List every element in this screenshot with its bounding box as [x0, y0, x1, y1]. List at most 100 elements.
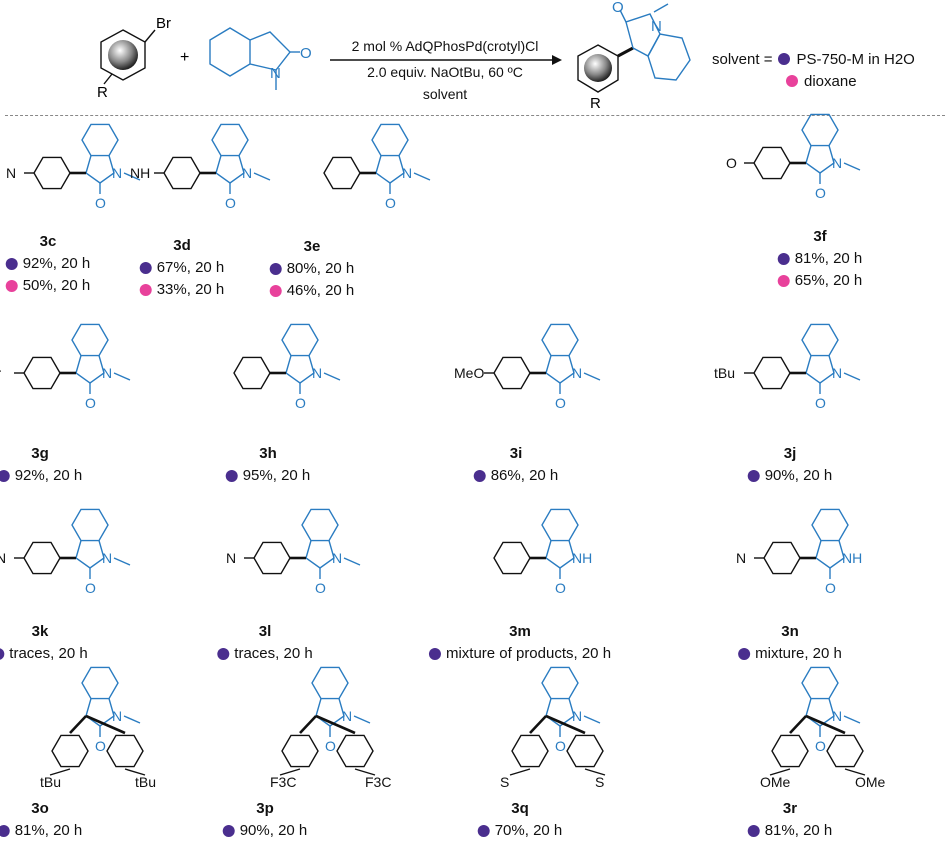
compound-label: 3h [259, 445, 277, 462]
lactam-ring [215, 155, 245, 184]
compound-label: 3q [511, 800, 529, 817]
lactam-nitrogen: N [242, 165, 252, 181]
ps750m-dot-icon [473, 469, 486, 482]
aryl-bromide-reactant: Br R [97, 15, 171, 101]
ps750m-dot-icon [0, 469, 10, 482]
compound-label: 3r [782, 800, 798, 817]
oxygen-label: O [300, 45, 312, 62]
substituent-label: S [500, 774, 509, 790]
r-group-label: R [590, 95, 601, 110]
yield-ps750m: traces, 20 h [0, 645, 88, 662]
ps750m-dot-icon [747, 824, 760, 837]
substituent-bond [584, 768, 606, 776]
lactam-ring [545, 355, 575, 384]
substituent-bond [124, 768, 146, 776]
substituent-label: tBu [714, 365, 735, 381]
compound-3m-structure: ONH [493, 508, 592, 596]
carbonyl-oxygen: O [555, 580, 566, 596]
compound-label: 3d [173, 237, 191, 254]
aryl-ring [493, 541, 531, 575]
yield-ps750m: 81%, 20 h [777, 250, 862, 267]
aryl-ring [51, 734, 89, 768]
aryl-ring [253, 541, 291, 575]
yield-ps750m: traces, 20 h [217, 645, 313, 662]
generic-arene-sphere-icon [584, 54, 612, 82]
aryl-ring [281, 734, 319, 768]
aryl-ring [753, 356, 791, 390]
ps750m-dot-icon [747, 469, 760, 482]
yield-text: 33%, 20 h [156, 281, 225, 298]
compound-label: 3k [31, 623, 49, 640]
lactam-nitrogen: N [102, 550, 112, 566]
dioxane-dot-icon [269, 284, 282, 297]
yield-text: 81%, 20 h [764, 822, 833, 839]
lactam-ring [815, 540, 845, 569]
lactam-ring [545, 698, 575, 727]
carbonyl-oxygen: O [85, 580, 96, 596]
divider [5, 115, 945, 116]
oxindole-benzene-ring [801, 323, 839, 357]
lactam-ring [545, 540, 575, 569]
yield-ps750m: 67%, 20 h [139, 259, 225, 276]
carbonyl-oxygen: O [815, 738, 826, 754]
r-group-label: R [97, 84, 108, 101]
yield-dioxane: 33%, 20 h [139, 281, 225, 298]
yield-ps750m: 92%, 20 h [0, 467, 82, 484]
carbonyl-oxygen: O [555, 738, 566, 754]
lactam-nitrogen: N [572, 708, 582, 724]
n-methyl-bond [353, 715, 371, 724]
compound-label: 3c [39, 233, 57, 250]
oxindole-benzene-ring [801, 666, 839, 700]
compound-label: 3o [31, 800, 49, 817]
yield-dioxane: 65%, 20 h [777, 272, 862, 289]
substituent-label: MeO [454, 365, 484, 381]
oxindole-benzene-ring [81, 123, 119, 157]
aryl-ring [336, 734, 374, 768]
lactam-nitrogen: N [112, 708, 122, 724]
n-methyl-bond [583, 372, 601, 381]
substituent-label: OMe [855, 774, 886, 790]
carbonyl-oxygen: O [555, 395, 566, 411]
substituent-label: F3C [270, 774, 296, 790]
substituent-bond [769, 768, 791, 776]
base-temperature-condition: 2.0 equiv. NaOtBu, 60 ºC [367, 64, 523, 80]
substituent-label: F3C [365, 774, 391, 790]
aryl-bond [529, 715, 547, 734]
compound-3h-structure: ON [233, 323, 341, 411]
nitrogen-label: N [270, 65, 281, 82]
aryl-ring [23, 356, 61, 390]
yield-text: 46%, 20 h [286, 282, 355, 299]
yield-text: 67%, 20 h [156, 259, 225, 276]
ps750m-dot-icon [5, 257, 18, 270]
aryl-ring [763, 541, 801, 575]
yield-ps750m: 90%, 20 h [747, 467, 833, 484]
aryl-ring [23, 541, 61, 575]
arrow-head-icon [552, 55, 562, 65]
yield-text: 90%, 20 h [764, 467, 833, 484]
oxygen-label: O [612, 0, 624, 16]
yield-text: 92%, 20 h [14, 467, 83, 484]
yield-text: mixture of products, 20 h [445, 645, 612, 662]
aryl-ring [323, 156, 361, 190]
aryl-ring [233, 356, 271, 390]
yield-ps750m: 80%, 20 h [269, 260, 354, 277]
ps750m-dot-icon [477, 824, 490, 837]
lactam-nitrogen: N [312, 365, 322, 381]
compound-3f-structure: ONO [726, 113, 861, 201]
n-methyl-bond [843, 715, 861, 724]
n-methyl-bond [343, 557, 361, 566]
dioxane-dot-icon [5, 279, 18, 292]
compound-label: 3f [813, 228, 827, 245]
oxindole-benzene-ring [71, 508, 109, 542]
dioxane-dot-icon [786, 75, 798, 87]
substituent-label: N [0, 550, 6, 566]
substituent-label: N [6, 165, 16, 181]
oxindole-benzene-ring [811, 508, 849, 542]
aryl-bond [545, 714, 586, 735]
lactam-ring [805, 145, 835, 174]
lactam-ring [85, 155, 115, 184]
ps750m-dot-icon [0, 824, 10, 837]
